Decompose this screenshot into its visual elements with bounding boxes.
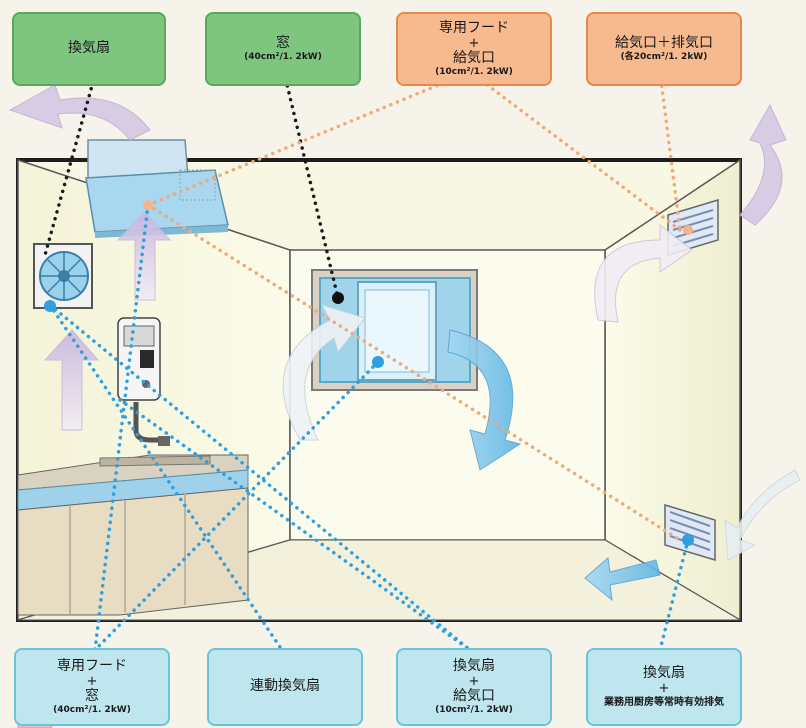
connection-endpoints [44, 200, 694, 546]
label-spec: (40cm²/1. 2kW) [53, 704, 131, 715]
label-window: 窓 (40cm²/1. 2kW) [205, 12, 361, 86]
label-main-2: 窓 [85, 688, 99, 705]
label-main: 専用フード [439, 20, 509, 37]
faucet-icon [133, 402, 170, 446]
label-main: 換気扇 [68, 40, 110, 57]
label-spec: (10cm²/1. 2kW) [435, 704, 513, 715]
vent-grille-icon [664, 503, 716, 562]
label-fan-and-commercial-exhaust: 換気扇 + 業務用厨房等常時有効排気 [586, 648, 742, 726]
label-main: 窓 [276, 35, 290, 52]
label-linked-fan: 連動換気扇 [207, 648, 363, 726]
label-main: 換気扇 [643, 665, 685, 682]
label-ventilation-fan: 換気扇 [12, 12, 166, 86]
label-main: 専用フード [57, 658, 127, 675]
dotted-connection-lines [43, 70, 690, 652]
label-plus: + [658, 680, 670, 696]
label-detail: 業務用厨房等常時有効排気 [604, 696, 724, 708]
label-spec: (各20cm²/1. 2kW) [620, 51, 708, 62]
label-main-2: 給気口 [453, 50, 495, 67]
label-main-2: 給気口 [453, 688, 495, 705]
label-plus: + [86, 673, 98, 689]
wall-fan-icon [33, 243, 93, 309]
label-intake-and-exhaust: 給気口＋排気口 (各20cm²/1. 2kW) [586, 12, 742, 86]
kitchen-counter [17, 454, 249, 616]
label-main: 連動換気扇 [250, 678, 320, 695]
label-fan-and-intake: 換気扇 + 給気口 (10cm²/1. 2kW) [396, 648, 552, 726]
range-hood-icon [85, 139, 229, 238]
label-hood-and-intake: 専用フード + 給気口 (10cm²/1. 2kW) [396, 12, 552, 86]
label-spec: (40cm²/1. 2kW) [244, 51, 322, 62]
water-heater-icon [117, 317, 161, 401]
label-plus: + [468, 673, 480, 689]
label-plus: + [468, 35, 480, 51]
label-main: 給気口＋排気口 [615, 35, 713, 52]
label-spec: (10cm²/1. 2kW) [435, 66, 513, 77]
label-hood-and-window: 専用フード + 窓 (40cm²/1. 2kW) [14, 648, 170, 726]
label-main: 換気扇 [453, 658, 495, 675]
